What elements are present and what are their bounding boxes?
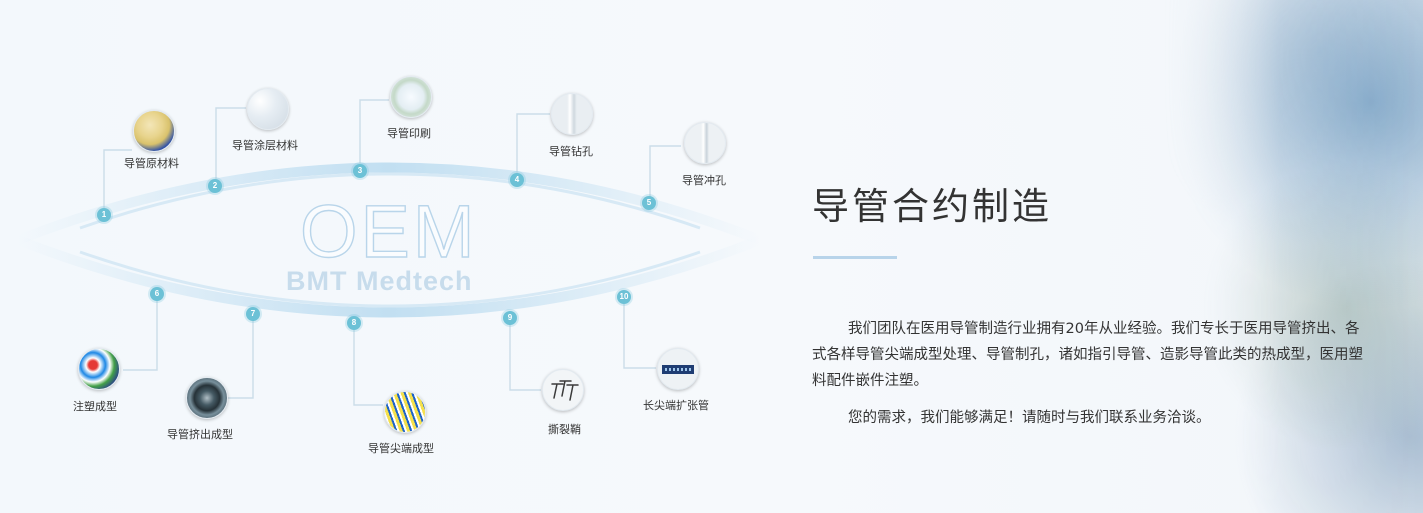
step-number-10: 10: [617, 290, 631, 304]
dilator-image: [657, 348, 699, 390]
lower-arc: [13, 235, 765, 318]
contact-paragraph: 您的需求，我们能够满足！请随时与我们联系业务洽谈。: [848, 410, 1211, 426]
step-number-6: 6: [150, 287, 164, 301]
item-label-9: 撕裂鞘: [548, 423, 581, 436]
dilator-drawing: [662, 365, 694, 374]
upper-arc-inner: [79, 172, 701, 230]
item-label-1: 导管原材料: [124, 157, 179, 170]
tip-forming-image: [384, 391, 426, 433]
step-number-5: 5: [642, 196, 656, 210]
company-watermark: BMT Medtech: [286, 266, 473, 296]
step-number-8: 8: [347, 316, 361, 330]
peel-away-sheath-image: [542, 369, 584, 411]
item-label-7: 导管挤出成型: [167, 428, 233, 441]
title-underline: [813, 256, 897, 259]
punching-image: [684, 122, 726, 164]
item-label-10: 长尖端扩张管: [643, 399, 709, 412]
item-label-6: 注塑成型: [73, 400, 117, 413]
step-number-1: 1: [97, 208, 111, 222]
item-label-2: 导管涂层材料: [232, 139, 298, 152]
item-label-8: 导管尖端成型: [368, 442, 434, 455]
lower-arc-inner: [79, 250, 701, 308]
oem-watermark: OEM: [299, 190, 478, 273]
sheath-drawing: [551, 380, 579, 401]
step-number-2: 2: [208, 179, 222, 193]
drilling-image: [551, 93, 593, 135]
raw-material-pellets-image: [133, 110, 175, 152]
injection-molding-image: [78, 348, 120, 390]
section-title: 导管合约制造: [812, 185, 1052, 228]
coating-material-image: [247, 88, 289, 130]
step-number-3: 3: [353, 164, 367, 178]
intro-paragraph: 我们团队在医用导管制造行业拥有20年从业经验。我们专长于医用导管挤出、各式各样导…: [812, 321, 1363, 389]
printing-image: [390, 76, 432, 118]
extrusion-image: [186, 377, 228, 419]
catheter-background-photo: [1163, 0, 1423, 513]
item-label-5: 导管冲孔: [682, 174, 726, 187]
connector-lines: [103, 99, 681, 406]
step-number-9: 9: [503, 311, 517, 325]
step-number-7: 7: [246, 307, 260, 321]
item-label-3: 导管印刷: [387, 127, 431, 140]
step-number-4: 4: [510, 173, 524, 187]
item-label-4: 导管钻孔: [549, 145, 593, 158]
